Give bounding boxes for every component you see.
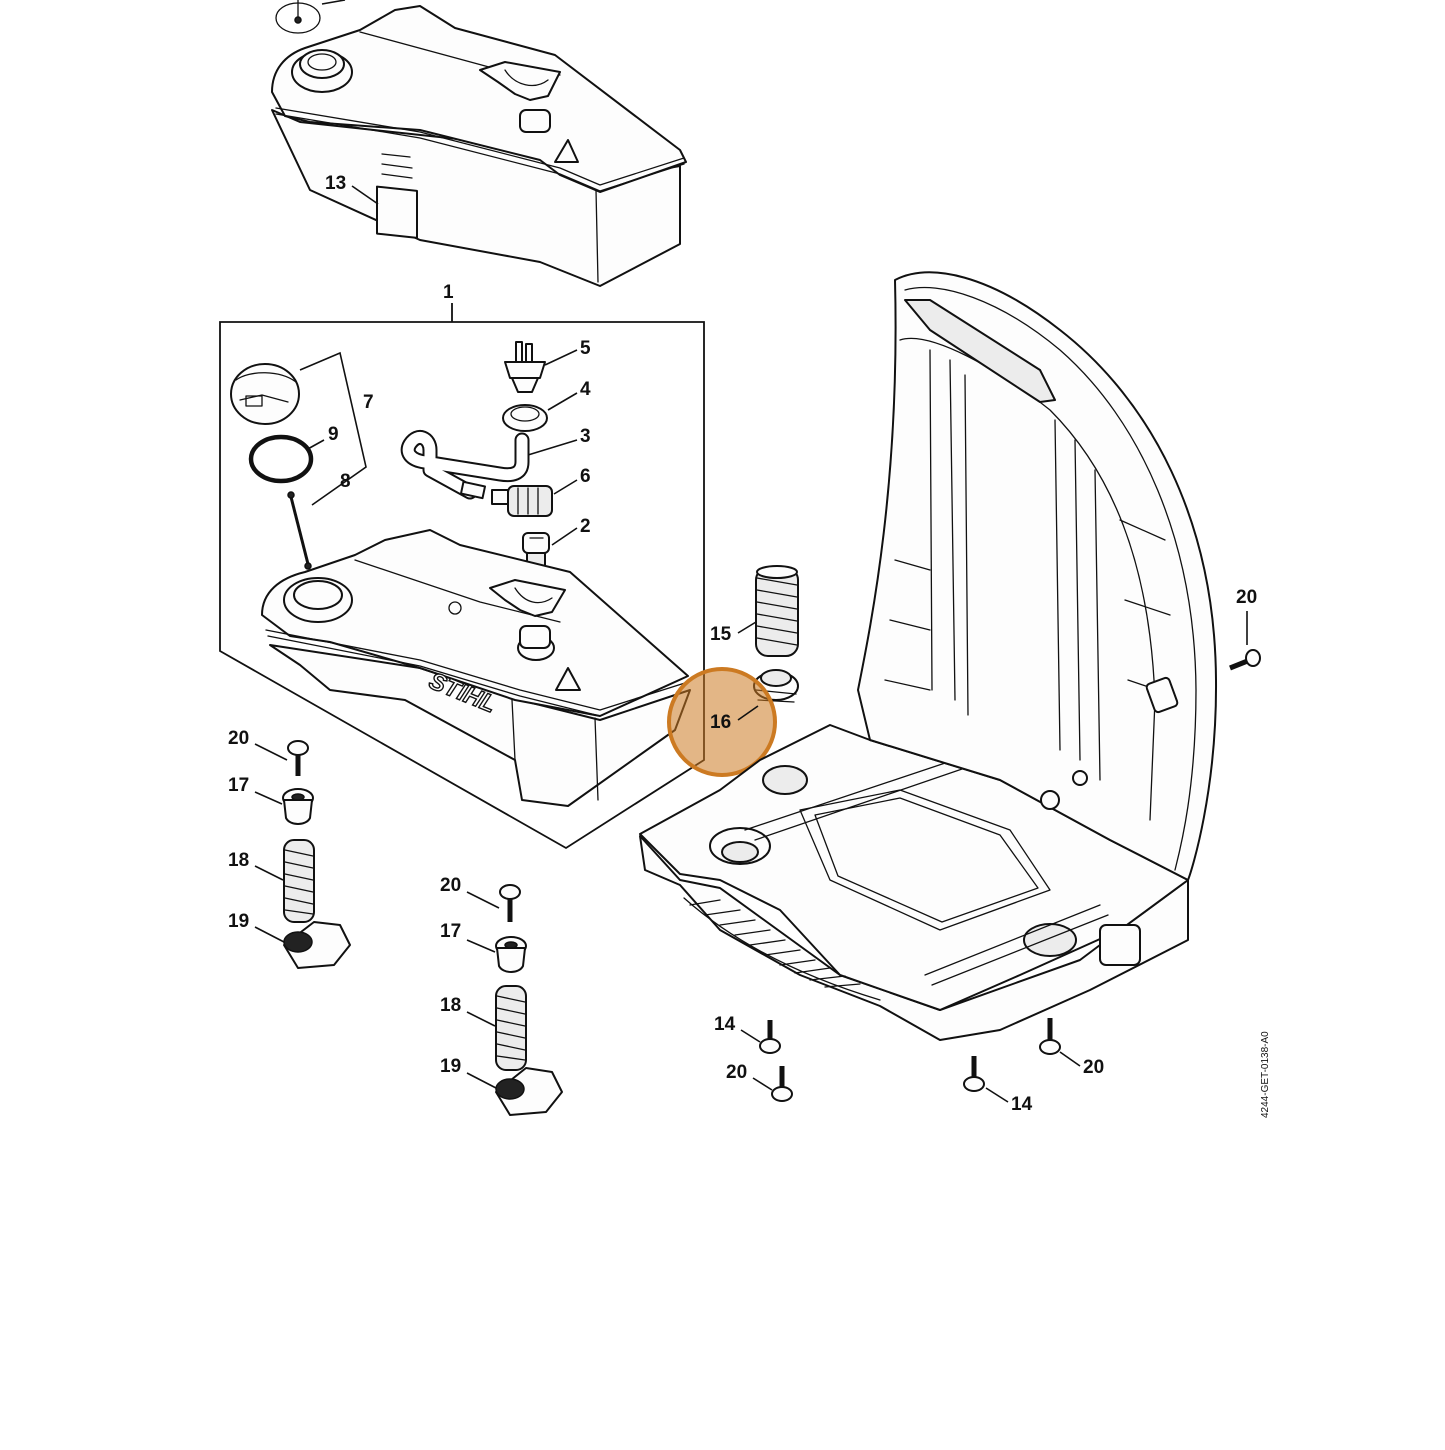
tank-cap[interactable] bbox=[230, 363, 300, 425]
spring-left[interactable] bbox=[283, 839, 315, 923]
callout-3[interactable]: 3 bbox=[580, 426, 591, 447]
fuel-hose[interactable] bbox=[400, 430, 530, 500]
sleeve-mid[interactable] bbox=[495, 936, 527, 973]
screw-left[interactable] bbox=[287, 740, 309, 776]
callout-8[interactable]: 8 bbox=[340, 471, 351, 492]
callout-17-left[interactable]: 17 bbox=[228, 775, 249, 796]
document-id: 4244-GET-0138-A0 bbox=[1260, 1031, 1271, 1118]
spring-mid[interactable] bbox=[495, 985, 527, 1071]
screw-20-b[interactable] bbox=[771, 1066, 793, 1102]
holder-left[interactable] bbox=[283, 921, 351, 969]
callout-13[interactable]: 13 bbox=[325, 173, 346, 194]
top-fuel-tank[interactable] bbox=[271, 0, 687, 287]
assembly-frame bbox=[219, 303, 705, 850]
grommet[interactable] bbox=[502, 404, 548, 432]
callout-9[interactable]: 9 bbox=[328, 424, 339, 445]
screw-20-c[interactable] bbox=[1039, 1018, 1061, 1055]
callout-18-left[interactable]: 18 bbox=[228, 850, 249, 871]
callout-15[interactable]: 15 bbox=[710, 624, 732, 645]
callout-20-left[interactable]: 20 bbox=[228, 728, 249, 749]
sleeve-left[interactable] bbox=[282, 788, 314, 825]
callout-16[interactable]: 16 bbox=[710, 712, 731, 733]
fuel-filter[interactable] bbox=[491, 485, 553, 517]
callout-5[interactable]: 5 bbox=[580, 338, 591, 359]
callout-18-mid[interactable]: 18 bbox=[440, 995, 461, 1016]
screw-right[interactable] bbox=[1229, 649, 1261, 671]
callout-20-right[interactable]: 20 bbox=[1236, 587, 1257, 608]
holder-mid[interactable] bbox=[495, 1067, 563, 1116]
callout-6[interactable]: 6 bbox=[580, 466, 591, 487]
screw-14-a[interactable] bbox=[759, 1020, 781, 1054]
callout-19-left[interactable]: 19 bbox=[228, 911, 249, 932]
callout-17-mid[interactable]: 17 bbox=[440, 921, 461, 942]
callout-7[interactable]: 7 bbox=[363, 392, 374, 413]
screw-mid[interactable] bbox=[499, 884, 521, 922]
callout-19-mid[interactable]: 19 bbox=[440, 1056, 461, 1077]
callout-4[interactable]: 4 bbox=[580, 379, 591, 400]
tank-vent[interactable] bbox=[522, 532, 550, 568]
retainer-cord[interactable] bbox=[287, 491, 312, 570]
callout-20-b[interactable]: 20 bbox=[726, 1062, 747, 1083]
callout-20-c[interactable]: 20 bbox=[1083, 1057, 1104, 1078]
callout-20-mid[interactable]: 20 bbox=[440, 875, 461, 896]
backpack-frame[interactable] bbox=[639, 271, 1218, 1041]
spring-upper[interactable] bbox=[755, 565, 799, 657]
highlight-circle bbox=[667, 667, 777, 777]
screw-14-b[interactable] bbox=[963, 1056, 985, 1092]
cap-seal[interactable] bbox=[248, 434, 314, 484]
callout-14-a[interactable]: 14 bbox=[714, 1014, 736, 1035]
fuel-tank[interactable] bbox=[261, 529, 691, 807]
callout-1[interactable]: 1 bbox=[443, 282, 454, 303]
callout-14-b[interactable]: 14 bbox=[1011, 1094, 1033, 1115]
valve[interactable] bbox=[504, 341, 546, 393]
callout-2[interactable]: 2 bbox=[580, 516, 591, 537]
